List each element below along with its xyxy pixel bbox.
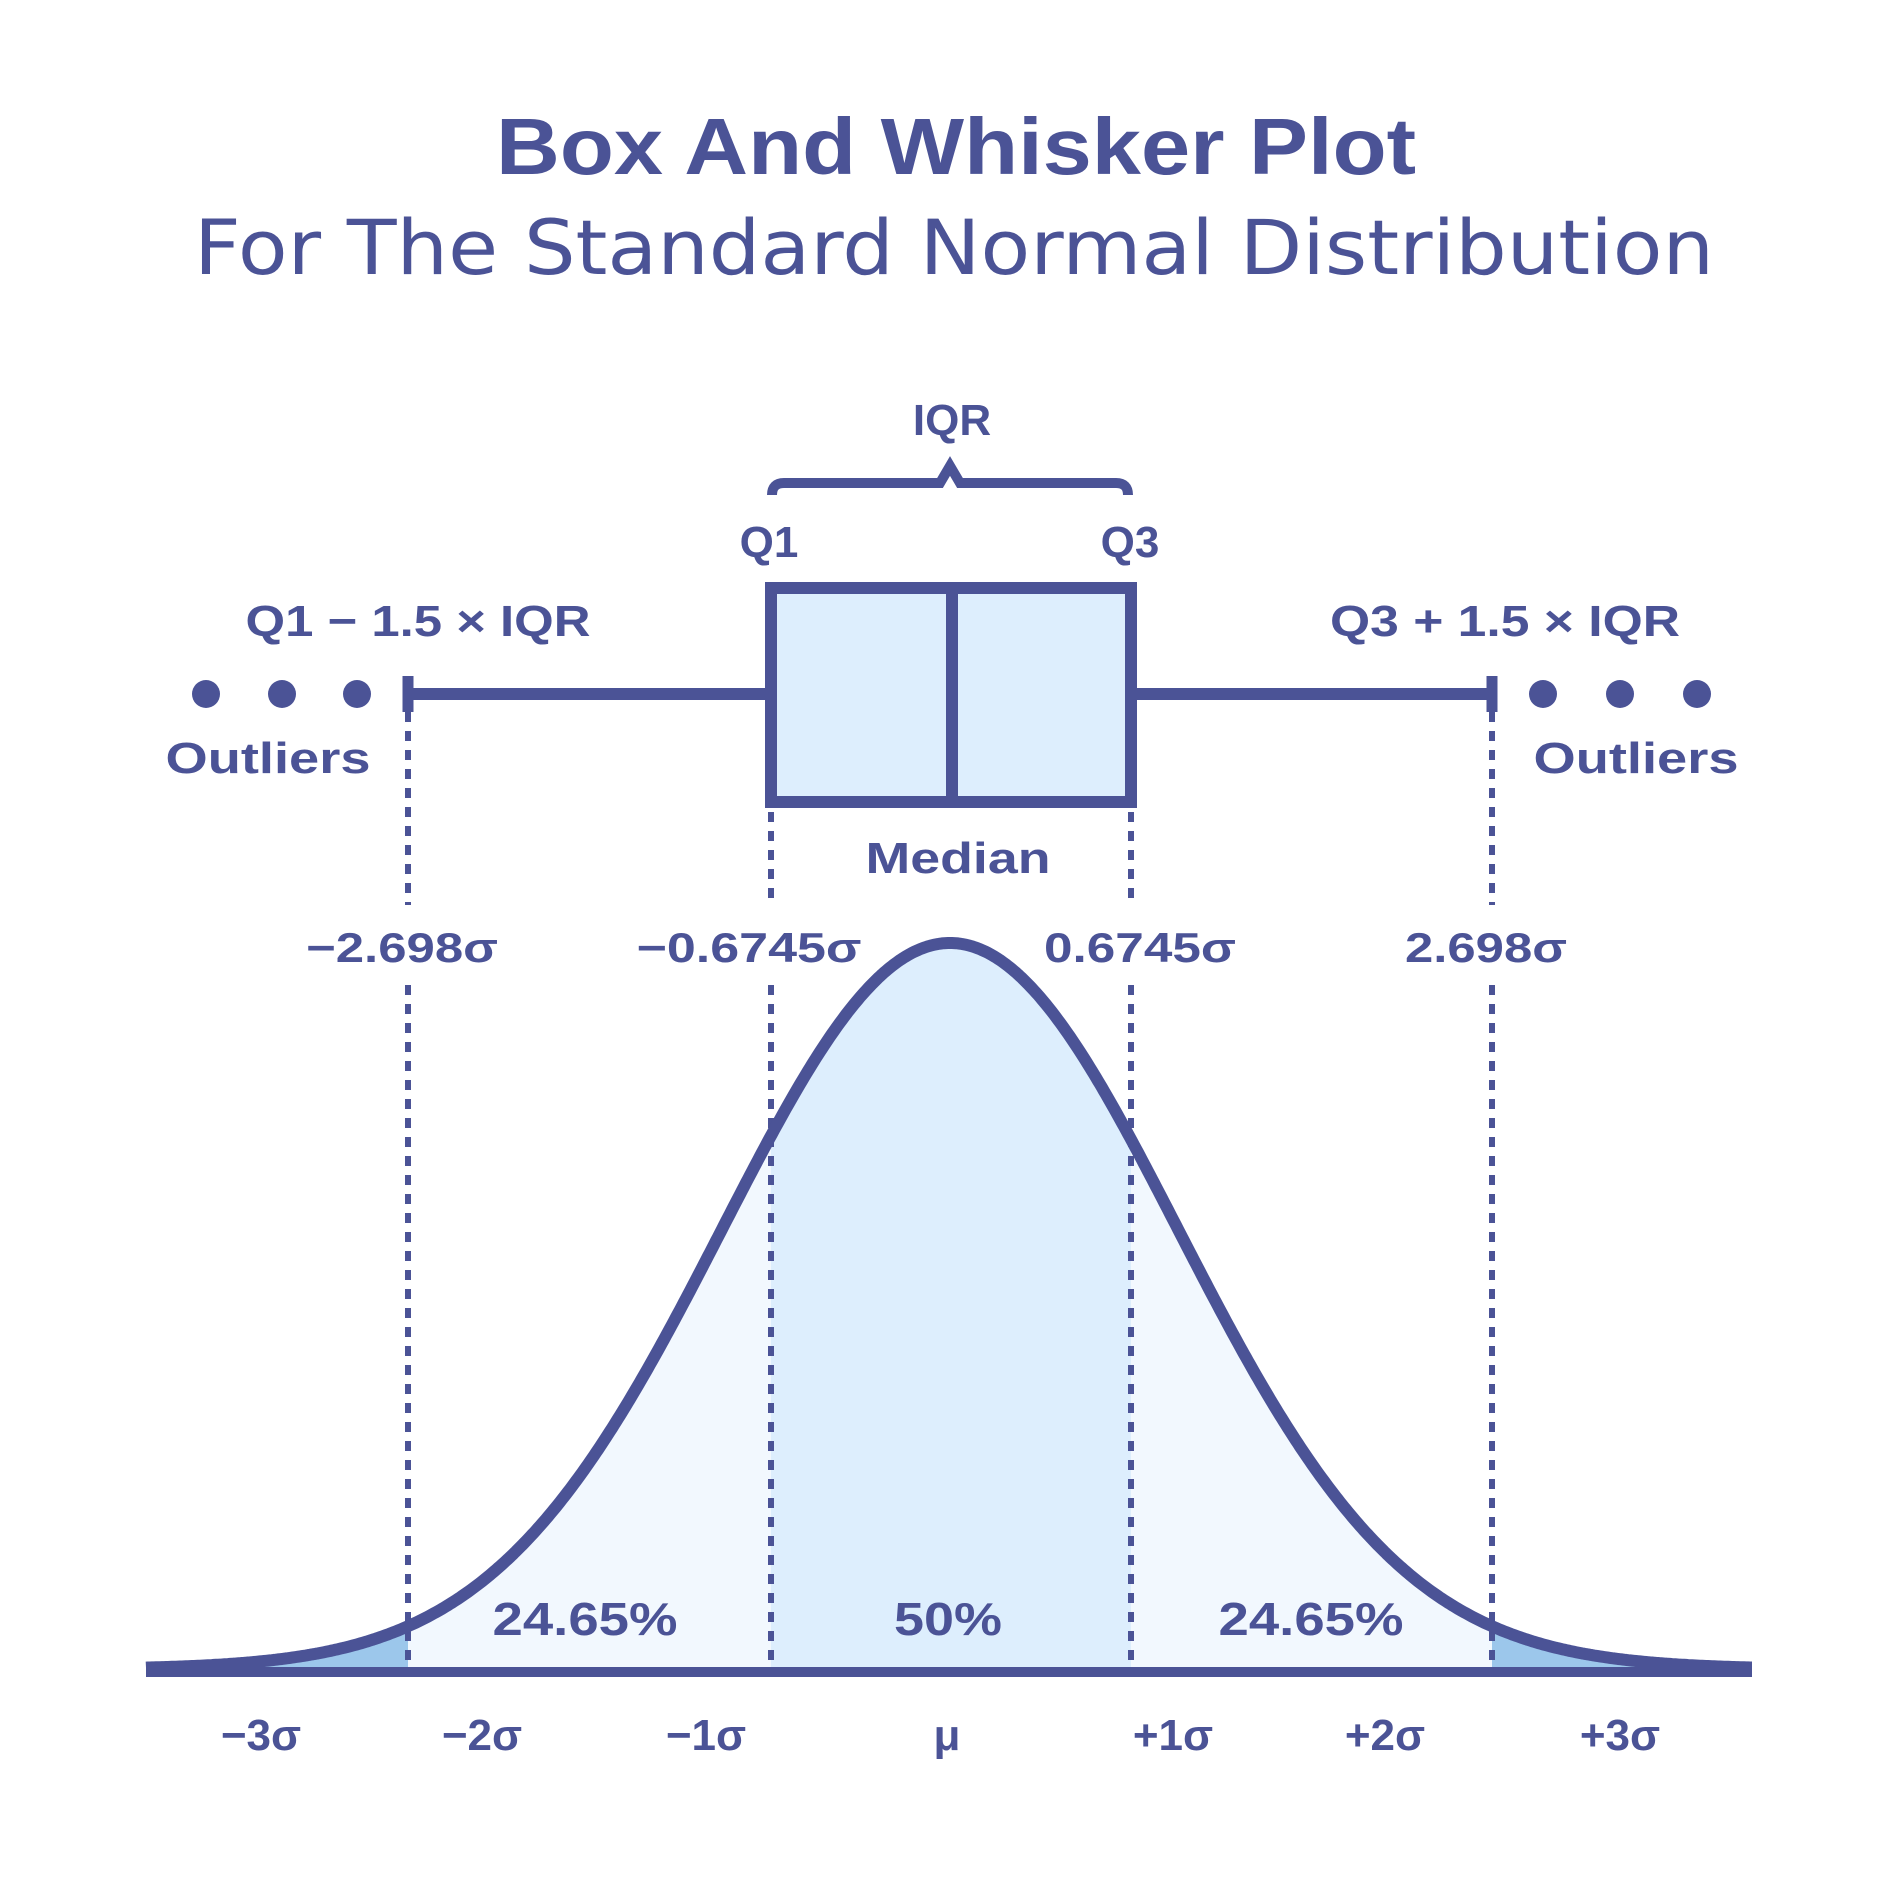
right-region-percent: 24.65% xyxy=(1219,1593,1404,1645)
tail-region-right xyxy=(1492,1626,1752,1670)
outlier-dot xyxy=(192,680,220,708)
outliers-right-label: Outliers xyxy=(1534,734,1739,783)
x-tick-label: −2σ xyxy=(442,1711,522,1760)
iqr-region xyxy=(771,943,1131,1670)
lower-fence-sigma-label: −2.698σ xyxy=(306,924,498,971)
outlier-dot xyxy=(343,680,371,708)
outlier-dot xyxy=(1529,680,1557,708)
center-region-percent: 50% xyxy=(894,1593,1002,1645)
upper-fence-label: Q3 + 1.5 × IQR xyxy=(1330,597,1680,646)
x-tick-label: +2σ xyxy=(1345,1711,1425,1760)
median-label: Median xyxy=(866,834,1051,883)
upper-fence-sigma-label: 2.698σ xyxy=(1405,924,1567,971)
q1-label: Q1 xyxy=(740,518,799,567)
chart-title: Box And Whisker Plot xyxy=(496,102,1416,191)
x-tick-label: +1σ xyxy=(1133,1711,1213,1760)
x-tick-label: μ xyxy=(934,1711,961,1760)
outlier-dot xyxy=(1606,680,1634,708)
tail-region-left xyxy=(146,1626,408,1670)
x-tick-label: −3σ xyxy=(221,1711,301,1760)
whisker-region-right xyxy=(1131,1139,1492,1670)
outliers-left xyxy=(192,680,371,708)
dashed-guides xyxy=(405,712,1495,1670)
whisker-region-left xyxy=(408,1135,771,1670)
chart-subtitle: For The Standard Normal Distribution xyxy=(194,203,1714,292)
x-tick-label: +3σ xyxy=(1580,1711,1660,1760)
x-tick-label: −1σ xyxy=(666,1711,746,1760)
outliers-left-label: Outliers xyxy=(166,734,371,783)
q3-label: Q3 xyxy=(1101,518,1160,567)
iqr-label: IQR xyxy=(913,396,991,445)
left-region-percent: 24.65% xyxy=(493,1593,678,1645)
iqr-brace-icon xyxy=(767,456,1133,496)
distribution-regions xyxy=(146,943,1752,1670)
lower-fence-label: Q1 − 1.5 × IQR xyxy=(246,597,591,646)
q3-sigma-label: 0.6745σ xyxy=(1044,924,1236,971)
outlier-dot xyxy=(268,680,296,708)
normal-curve xyxy=(142,937,1756,1674)
q1-sigma-label: −0.6745σ xyxy=(637,924,862,971)
x-axis-ticks: −3σ −2σ −1σ μ +1σ +2σ +3σ xyxy=(221,1711,1660,1760)
outlier-dot xyxy=(1683,680,1711,708)
outliers-right xyxy=(1529,680,1711,708)
